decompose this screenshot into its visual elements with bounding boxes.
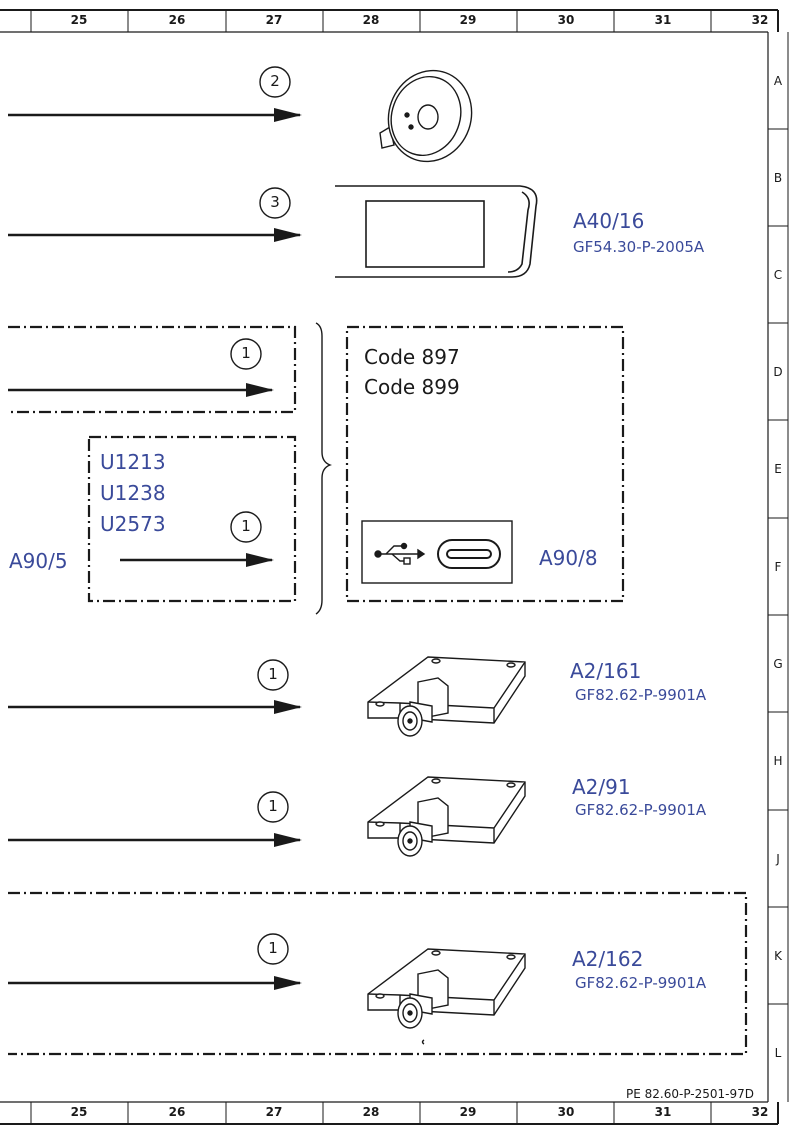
column-label: 27 — [265, 1105, 283, 1119]
antenna-module-icon — [367, 776, 526, 857]
code-label: Code 899 — [364, 375, 460, 399]
callout-circle — [259, 187, 291, 219]
column-label: 32 — [751, 1105, 769, 1119]
frame — [0, 9, 789, 1125]
box-upper-left — [8, 325, 297, 414]
column-label: 30 — [557, 1105, 575, 1119]
module-id: A2/161 — [570, 659, 642, 683]
box-u — [87, 435, 297, 603]
column-label: 27 — [265, 13, 283, 27]
document-reference: PE 82.60-P-2501-97D — [626, 1087, 754, 1101]
callout-number: 1 — [268, 797, 278, 815]
column-label: 30 — [557, 13, 575, 27]
u-box-id: A90/5 — [9, 549, 68, 573]
column-label: 31 — [654, 13, 672, 27]
row-label: C — [773, 268, 783, 282]
callout-number: 1 — [268, 939, 278, 957]
module-doc-link[interactable]: GF82.62-P-9901A — [575, 801, 707, 819]
callout-circle — [257, 659, 289, 691]
module-id: A2/162 — [572, 947, 644, 971]
callout-circle — [259, 66, 291, 98]
module-doc-link[interactable]: GF82.62-P-9901A — [575, 974, 707, 992]
callout-number: 1 — [241, 344, 251, 362]
module-doc-link[interactable]: GF82.62-P-9901A — [575, 686, 707, 704]
row-label: E — [774, 462, 782, 476]
callout-number: 1 — [268, 665, 278, 683]
callout-circle — [257, 791, 289, 823]
row-label: K — [774, 949, 782, 963]
callout-circle — [257, 933, 289, 965]
row-label: G — [773, 657, 783, 671]
row-label: A — [773, 74, 783, 88]
usb-c-port-icon — [437, 539, 501, 569]
usb-box-id: A90/8 — [539, 546, 598, 570]
display-doc-link[interactable]: GF54.30-P-2005A — [573, 238, 705, 256]
box-bottom — [8, 891, 748, 1056]
u-item: U2573 — [100, 512, 166, 536]
column-label: 28 — [362, 1105, 380, 1119]
module-id: A2/91 — [572, 775, 631, 799]
column-label: 25 — [70, 1105, 88, 1119]
box-usb — [345, 325, 625, 603]
usb-panel — [361, 520, 513, 584]
antenna-module-icon — [367, 948, 526, 1045]
u-item: U1238 — [100, 481, 166, 505]
callout-circle — [230, 511, 262, 543]
callout-circle — [230, 338, 262, 370]
row-label: L — [774, 1046, 782, 1060]
display-icon — [335, 185, 538, 278]
row-label: D — [773, 365, 783, 379]
column-label: 25 — [70, 13, 88, 27]
code-label: Code 897 — [364, 345, 460, 369]
brace — [315, 322, 332, 615]
column-label: 26 — [168, 13, 186, 27]
row-label: H — [773, 754, 783, 768]
speaker-icon — [379, 69, 473, 163]
column-label: 31 — [654, 1105, 672, 1119]
callout-number: 2 — [270, 72, 280, 90]
column-label: 28 — [362, 13, 380, 27]
row-label: J — [776, 852, 780, 866]
column-label: 26 — [168, 1105, 186, 1119]
row-label: F — [774, 560, 782, 574]
u-item: U1213 — [100, 450, 166, 474]
column-label: 32 — [751, 13, 769, 27]
usb-icon — [374, 542, 426, 565]
display-id: A40/16 — [573, 209, 645, 233]
callout-number: 1 — [241, 517, 251, 535]
callout-number: 3 — [270, 193, 280, 211]
column-label: 29 — [459, 1105, 477, 1119]
row-label: B — [773, 171, 783, 185]
column-label: 29 — [459, 13, 477, 27]
antenna-module-icon — [367, 656, 526, 737]
